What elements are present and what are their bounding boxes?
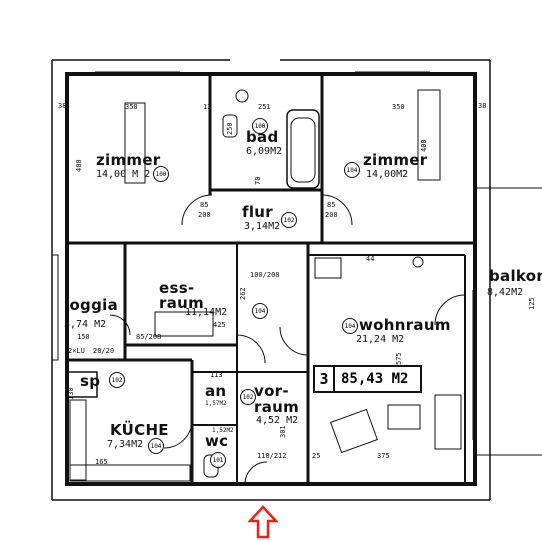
wardrobe-left	[124, 102, 146, 184]
unit-size-box: 3 85,43 M2	[313, 365, 422, 393]
room-name-wohnraum: wohnraum	[359, 316, 451, 334]
room-name-essraum-2: raum	[159, 294, 205, 312]
room-area-flur: 3,14M2	[244, 221, 281, 232]
bathtub-inner	[290, 117, 316, 183]
stove	[314, 257, 342, 279]
room-name-flur: flur	[242, 203, 273, 221]
dim-85-a: 85	[200, 201, 209, 209]
sp-box	[66, 371, 98, 398]
door-swing-ess	[236, 334, 266, 364]
room-area-balkon: 8,42M2	[487, 287, 524, 298]
dim-2lu: 2×LU	[68, 347, 85, 355]
dim-425: 425	[213, 321, 226, 329]
dim-350-left: 350	[125, 103, 138, 111]
room-name-balkon: balkon	[489, 267, 542, 285]
bathtub	[286, 109, 320, 189]
room-area-wc: 1,52M2	[212, 427, 234, 434]
door-swing-wohn	[279, 326, 309, 356]
room-number-wohnraum: 104	[342, 318, 358, 334]
dim-125: 125	[528, 297, 536, 310]
room-number-zimmer-left: 100	[153, 166, 169, 182]
room-area-an: 1,57M2	[205, 400, 227, 407]
door-swing-kueche	[163, 419, 193, 449]
room-area-zimmer-right: 14,00M2	[366, 169, 409, 180]
dim-250: 250	[226, 122, 234, 135]
dim-38-right: 38	[478, 102, 487, 110]
unit-number: 3	[315, 367, 335, 391]
room-area-essraum: 11,14M2	[185, 307, 228, 318]
room-area-bad: 6,09M2	[246, 146, 283, 157]
room-number-wc: 101	[210, 452, 226, 468]
dim-375: 375	[377, 452, 390, 460]
door-swing-zimmer-right	[321, 194, 353, 226]
dim-200-a: 200	[198, 211, 211, 219]
dim-301: 301	[279, 425, 287, 438]
dim-251: 251	[258, 103, 271, 111]
room-name-vorraum-1: vor-	[254, 382, 289, 400]
dim-350-right: 350	[392, 103, 405, 111]
dim-38-left: 38	[58, 102, 67, 110]
kitchen-counter	[69, 464, 191, 482]
room-name-zimmer-left: zimmer	[96, 151, 161, 169]
dim-400-right: 400	[420, 139, 428, 152]
room-name-essraum-1: ess-	[159, 279, 195, 297]
kitchen-counter-left	[69, 399, 87, 481]
room-number-bad: 100	[252, 118, 268, 134]
door-swing-zimmer-left	[181, 194, 213, 226]
room-name-sp: sp	[80, 372, 101, 390]
dim-44: 44	[366, 255, 375, 263]
dim-150: 150	[77, 333, 90, 341]
room-area-vorraum: 4,52 M2	[256, 415, 299, 426]
wardrobe-right	[417, 89, 441, 181]
sofa-wohn	[387, 404, 421, 430]
room-name-bad: bad	[246, 128, 279, 146]
room-number-zimmer-right: 104	[344, 162, 360, 178]
armchair-wohn	[330, 408, 378, 454]
dim-70: 70	[254, 176, 262, 185]
unit-size: 85,43 M2	[341, 371, 409, 387]
dim-400-left: 400	[75, 159, 83, 172]
door-swing-entry	[244, 461, 268, 485]
dim-12: 12	[203, 103, 212, 111]
room-number-kueche: 104	[148, 438, 164, 454]
room-area-kueche: 7,34M2	[107, 439, 144, 450]
outer-wall	[65, 72, 477, 486]
room-area-wohnraum: 21,24 M2	[356, 334, 405, 345]
wohn-table	[434, 394, 462, 450]
room-name-an: an	[205, 382, 227, 400]
washbasin	[222, 114, 238, 138]
dim-130: 130	[67, 387, 75, 400]
room-area-loggia: 3,74 M2	[64, 319, 107, 330]
room-number-sp: 102	[109, 372, 125, 388]
room-name-vorraum-2: raum	[254, 398, 300, 416]
dim-85-208: 85/208	[136, 333, 162, 341]
room-number-vorraum: 102	[240, 389, 256, 405]
dim-110-212: 110/212	[257, 452, 287, 460]
dim-262: 262	[239, 287, 247, 300]
room-name-kueche: KÜCHE	[110, 421, 169, 439]
dim-200-b: 200	[325, 211, 338, 219]
loggia-rail	[51, 254, 59, 361]
desk-ess	[154, 311, 214, 337]
dim-25: 25	[312, 452, 321, 460]
room-area-zimmer-left: 14,00 M 2	[96, 169, 151, 180]
dim-113: 113	[210, 371, 223, 379]
room-number-essraum: 104	[252, 303, 268, 319]
room-name-loggia: loggia	[64, 296, 118, 314]
room-name-wc: wc	[205, 432, 229, 450]
dim-100-208: 100/208	[250, 271, 280, 279]
lamp-wohn	[412, 256, 424, 268]
room-number-flur: 102	[281, 212, 297, 228]
toilet-bad	[235, 89, 249, 103]
entry-arrow-icon	[248, 505, 278, 539]
door-swing-loggia	[109, 314, 131, 336]
door-swing-balkon	[434, 294, 466, 326]
room-name-zimmer-right: zimmer	[363, 151, 428, 169]
dim-85-b: 85	[327, 201, 336, 209]
dim-575: 575	[395, 352, 403, 365]
dim-20-20: 20/20	[93, 347, 115, 355]
dim-165: 165	[95, 458, 108, 466]
